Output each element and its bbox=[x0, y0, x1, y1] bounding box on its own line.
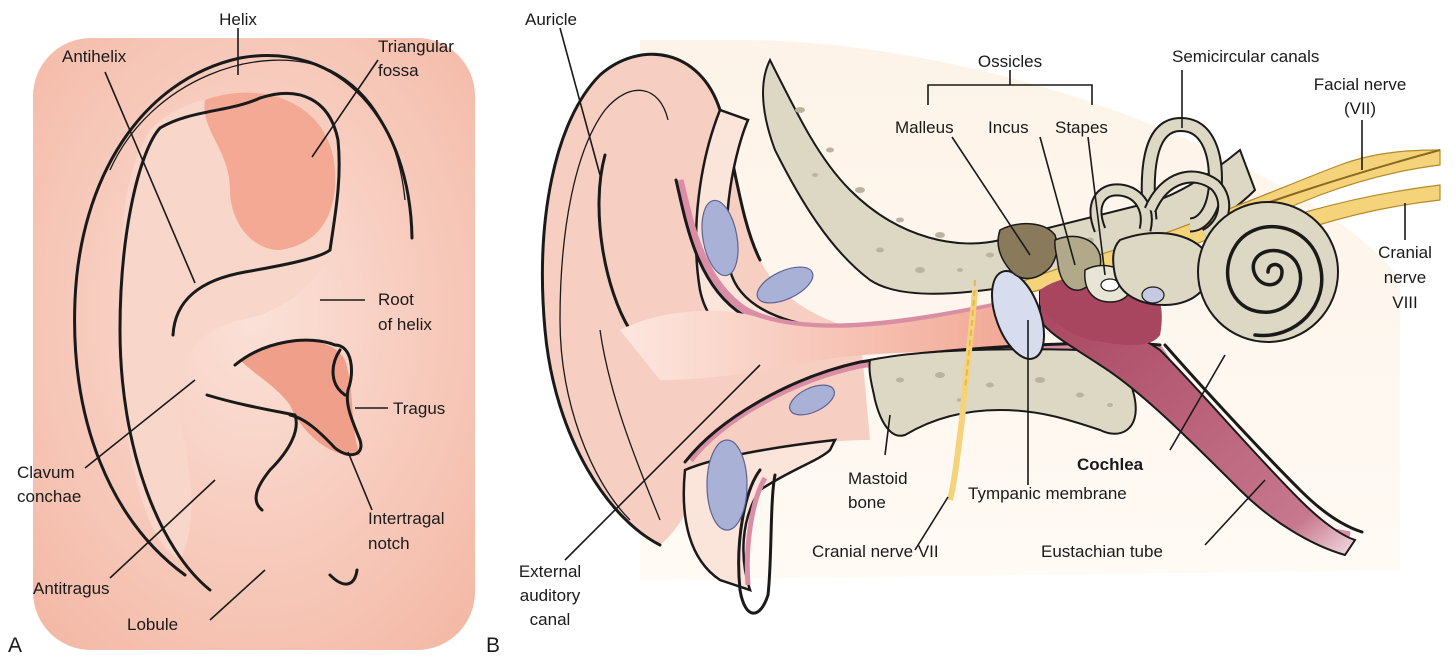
round-window bbox=[1141, 286, 1165, 304]
label-auricle: Auricle bbox=[525, 10, 577, 29]
label-root-of-helix-1: Root bbox=[378, 290, 414, 309]
label-ossicles: Ossicles bbox=[978, 52, 1042, 71]
label-mastoid-bone-1: Mastoid bbox=[848, 469, 908, 488]
label-stapes: Stapes bbox=[1055, 118, 1108, 137]
label-cranial-nerve-viii-2: nerve bbox=[1384, 268, 1427, 287]
label-incus: Incus bbox=[988, 118, 1029, 137]
lobe-fold bbox=[737, 468, 777, 615]
label-tragus: Tragus bbox=[393, 399, 445, 418]
external-auditory-canal bbox=[620, 305, 1010, 380]
label-cranial-nerve-viii-1: Cranial bbox=[1378, 243, 1432, 262]
panel-a-external-ear: Helix Antihelix Triangular fossa Root of… bbox=[8, 10, 475, 657]
label-external-canal-2: auditory bbox=[520, 586, 581, 605]
tragus-inner bbox=[331, 348, 347, 397]
label-facial-nerve-1: Facial nerve bbox=[1314, 75, 1407, 94]
lobule-outline bbox=[328, 568, 359, 586]
tragus-outline bbox=[288, 343, 363, 457]
label-triangular-fossa-2: fossa bbox=[378, 61, 419, 80]
cartilage-oval-1 bbox=[701, 199, 739, 277]
canal-upper-wall bbox=[676, 179, 1001, 331]
triangular-fossa-shading bbox=[204, 92, 336, 250]
vestibule bbox=[1112, 232, 1212, 307]
auricle-inner-fold bbox=[597, 153, 632, 332]
label-malleus: Malleus bbox=[895, 118, 954, 137]
cartilage-oval-4 bbox=[706, 439, 748, 531]
label-mastoid-bone-2: bone bbox=[848, 493, 886, 512]
label-lobule: Lobule bbox=[127, 615, 178, 634]
lobe-fold-pink bbox=[744, 476, 768, 586]
panel-letter-b: B bbox=[486, 634, 500, 657]
panel-letter-a: A bbox=[8, 634, 22, 657]
label-facial-nerve-2: (VII) bbox=[1344, 99, 1376, 118]
cranial-nerve-vii-dashed bbox=[964, 279, 976, 391]
panel-b-ear-cross-section: Auricle Ossicles Malleus Incus Stapes Se… bbox=[486, 10, 1441, 657]
label-external-canal-1: External bbox=[519, 562, 581, 581]
antihelix-outline bbox=[118, 92, 341, 592]
label-tympanic-membrane: Tympanic membrane bbox=[968, 484, 1127, 503]
label-semicircular-canals: Semicircular canals bbox=[1172, 47, 1319, 66]
eustachian-tube bbox=[1039, 288, 1357, 557]
label-clavum-conchae-1: Clavum bbox=[17, 463, 75, 482]
label-antihelix: Antihelix bbox=[62, 47, 127, 66]
label-root-of-helix-2: of helix bbox=[378, 315, 432, 334]
helix-inner-line bbox=[109, 59, 406, 201]
cartilage-oval-2 bbox=[756, 266, 814, 304]
label-cranial-nerve-viii-3: VIII bbox=[1392, 293, 1418, 312]
label-antitragus: Antitragus bbox=[33, 579, 110, 598]
auricle-lower-fold bbox=[599, 329, 661, 521]
tragus-shading bbox=[240, 341, 360, 456]
antitragus-outline bbox=[205, 393, 298, 512]
tympanic-membrane bbox=[991, 270, 1045, 360]
cochlea-spiral bbox=[1226, 224, 1324, 338]
mastoid-bone bbox=[868, 348, 1137, 437]
label-triangular-fossa-1: Triangular bbox=[378, 37, 454, 56]
auricle-inner-rim bbox=[559, 89, 669, 521]
label-cranial-nerve-vii: Cranial nerve VII bbox=[812, 542, 939, 561]
label-clavum-conchae-2: conchae bbox=[17, 487, 81, 506]
label-cochlea: Cochlea bbox=[1077, 455, 1144, 474]
root-of-helix-outline bbox=[233, 338, 337, 367]
label-intertragal-notch-1: Intertragal bbox=[368, 509, 445, 528]
label-external-canal-3: canal bbox=[530, 610, 571, 629]
cartilage-oval-3 bbox=[789, 384, 835, 416]
antihelix-crus bbox=[171, 248, 332, 337]
label-helix: Helix bbox=[219, 10, 257, 29]
bone-texture-mastoid bbox=[896, 372, 1113, 407]
label-intertragal-notch-2: notch bbox=[368, 534, 410, 553]
tube-outer-wall bbox=[1163, 343, 1364, 534]
label-eustachian-tube: Eustachian tube bbox=[1041, 542, 1163, 561]
